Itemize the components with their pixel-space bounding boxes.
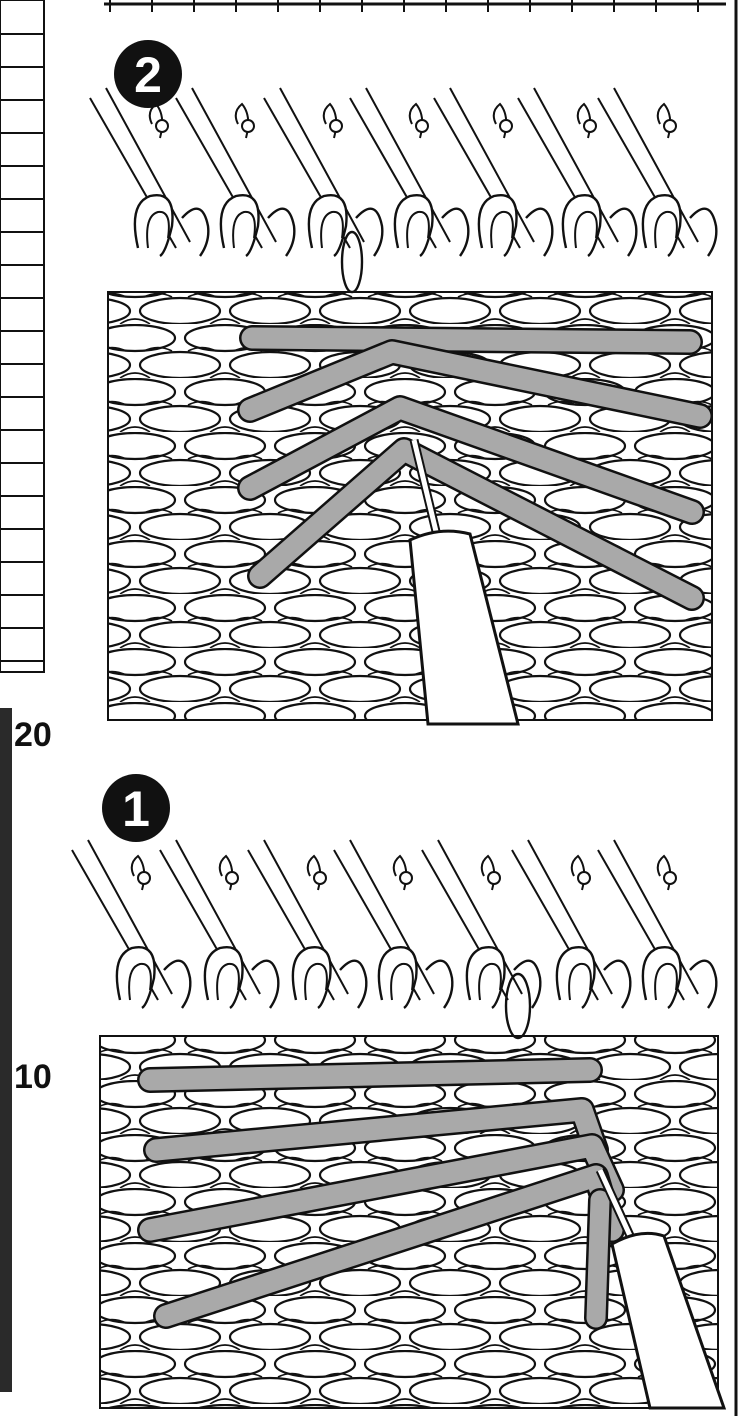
step-1-number: 1 — [122, 781, 150, 837]
step-2-panel: 2 — [90, 0, 726, 724]
ruler-label-10: 10 — [14, 1058, 52, 1096]
strand — [150, 1070, 590, 1080]
step-1-panel: 1 — [72, 756, 726, 1408]
ruler-lower-bar — [0, 708, 12, 1392]
row-ruler: 20 10 — [0, 0, 52, 1392]
step-2-number: 2 — [134, 47, 162, 103]
strand — [252, 338, 690, 342]
strand — [596, 1200, 600, 1318]
ruler-label-20: 20 — [14, 716, 52, 754]
